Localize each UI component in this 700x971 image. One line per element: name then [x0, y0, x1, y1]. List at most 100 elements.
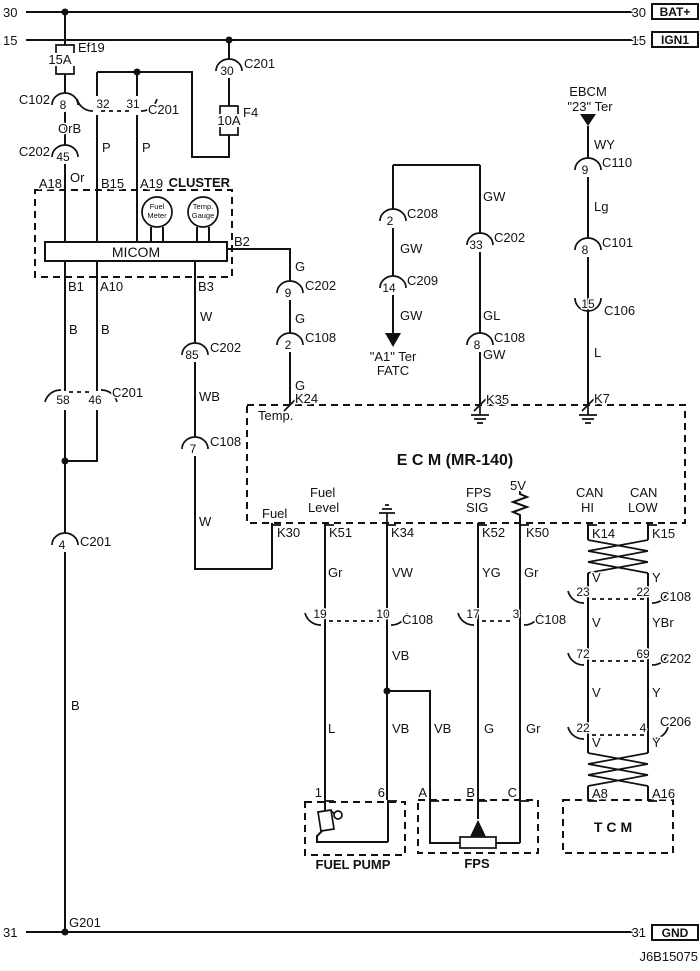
wire-v4: V — [592, 735, 601, 750]
conn-c206-pin22: 22 — [576, 721, 590, 735]
wire-v3: V — [592, 685, 601, 700]
wire-g1: G — [295, 259, 305, 274]
wire-vb1: VB — [392, 648, 409, 663]
conn-c206-pin4: 4 — [640, 721, 647, 735]
batplus-label: BAT+ — [660, 5, 691, 19]
wire-g2: G — [295, 311, 305, 326]
wire-cluster-grounds — [64, 260, 98, 932]
fatc-terminal-triangle — [385, 333, 401, 347]
wire-l2: L — [328, 721, 335, 736]
rail-31-right: 31 — [632, 925, 646, 940]
ign1-label: IGN1 — [661, 33, 689, 47]
wire-gr3: Gr — [526, 721, 541, 736]
connector-arcs — [51, 58, 602, 546]
wire-ecm-lower-outputs — [324, 491, 530, 819]
rail-15-left: 15 — [3, 33, 17, 48]
wire-b-long: B — [71, 698, 80, 713]
pin-k35: K35 — [486, 392, 509, 407]
tcm-title: TCM — [594, 819, 636, 835]
conn-c201-pin46: 46 — [88, 393, 102, 407]
wire-y2: Y — [652, 685, 661, 700]
ebcm-name: EBCM — [569, 84, 607, 99]
pin-b3: B3 — [198, 279, 214, 294]
conn-c201-30-name: C201 — [244, 56, 275, 71]
fuel-sender-float — [333, 810, 343, 820]
pin-fps-c: C — [508, 785, 517, 800]
pin-k51: K51 — [329, 525, 352, 540]
wire-v1: V — [592, 570, 601, 585]
conn-c208-name: C208 — [407, 206, 438, 221]
wire-gw1: GW — [400, 241, 423, 256]
wire-gauge-stubs — [150, 227, 210, 242]
wire-gw4: GW — [483, 347, 506, 362]
temp-gauge — [187, 196, 219, 228]
conn-c202a-pin: 45 — [56, 150, 70, 164]
wire-p2: P — [142, 140, 151, 155]
conn-c208-pin: 2 — [387, 214, 394, 228]
micom-box — [44, 241, 228, 262]
ground-symbol-k7 — [579, 405, 597, 424]
wire-orb: OrB — [58, 121, 81, 136]
conn-c108d-name: C108 — [402, 612, 433, 627]
conn-c108e-name: C108 — [535, 612, 566, 627]
wire-vb3: VB — [434, 721, 451, 736]
conn-c108c-pin: 8 — [474, 338, 481, 352]
conn-c201-30-pin: 30 — [220, 64, 234, 78]
conn-c108f-pin22: 22 — [636, 585, 650, 599]
conn-c108f-pin23: 23 — [576, 585, 590, 599]
pin-k15: K15 — [652, 526, 675, 541]
conn-c101-pin: 8 — [582, 243, 589, 257]
ecm-can-hi-2: HI — [581, 500, 594, 515]
conn-c101-name: C101 — [602, 235, 633, 250]
rail-30-right: 30 — [632, 5, 646, 20]
ign1-box — [651, 31, 699, 48]
conn-c206-name: C206 — [660, 714, 691, 729]
wire-y1: Y — [652, 570, 661, 585]
wire-or: Or — [70, 170, 85, 185]
wire-b3-fuel-signal — [194, 261, 273, 570]
wire-fatc-branch — [392, 164, 481, 405]
wire-y3: Y — [652, 735, 661, 750]
pin-a16: A16 — [652, 786, 675, 801]
pin-fuelpump-1: 1 — [315, 785, 322, 800]
pin-k7: K7 — [594, 391, 610, 406]
conn-c201-pin32: 32 — [96, 97, 110, 111]
fps-box — [417, 799, 539, 854]
fuse-symbols — [55, 44, 239, 136]
conn-c108d-pin19: 19 — [313, 607, 327, 621]
fuel-meter-gauge — [141, 196, 173, 228]
micom-label: MICOM — [112, 244, 160, 260]
conn-c201-4-pin: 4 — [59, 538, 66, 552]
ecm-fuel-label: Fuel — [262, 506, 287, 521]
conn-c202c-name: C202 — [305, 278, 336, 293]
conn-c202b-name: C202 — [210, 340, 241, 355]
wire-v2: V — [592, 615, 601, 630]
pin-fps-a: A — [418, 785, 427, 800]
wire-gw2: GW — [400, 308, 423, 323]
wire-b2-temp-signal — [227, 248, 291, 405]
wire-can-bus — [587, 523, 649, 800]
pin-b15: B15 — [101, 176, 124, 191]
ecm-can-hi-1: CAN — [576, 485, 603, 500]
conn-c108e-pin17: 17 — [466, 607, 480, 621]
ecm-can-low-1: CAN — [630, 485, 657, 500]
wire-w2: W — [199, 514, 212, 529]
fuse-f4-name: F4 — [243, 105, 258, 120]
twisted-pair-symbols — [587, 539, 649, 787]
gnd-box — [651, 924, 699, 941]
wire-w1: W — [200, 309, 213, 324]
wire-g4: G — [484, 721, 494, 736]
rail-30-left: 30 — [3, 5, 17, 20]
conn-c209-pin: 14 — [382, 281, 396, 295]
conn-c106-pin: 15 — [581, 297, 595, 311]
wire-gw3: GW — [483, 189, 506, 204]
pin-k14: K14 — [592, 526, 615, 541]
conn-c209-name: C209 — [407, 273, 438, 288]
doc-code: J6B15075 — [639, 949, 698, 964]
ecm-fps-1: FPS — [466, 485, 492, 500]
gauge-fuel-2: Meter — [147, 211, 167, 220]
wire-lg: Lg — [594, 199, 608, 214]
wire-vw: VW — [392, 565, 414, 580]
